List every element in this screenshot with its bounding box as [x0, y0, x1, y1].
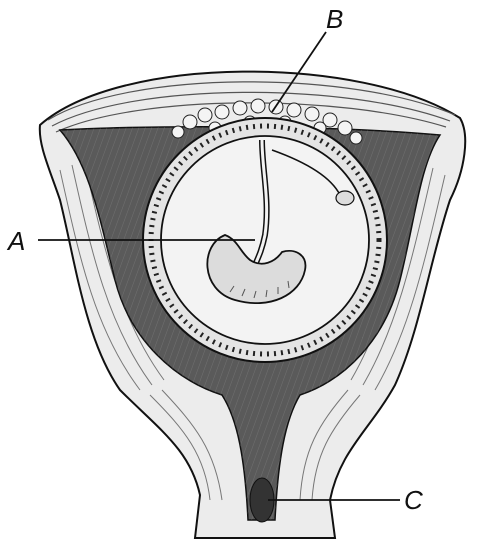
yolk-sac — [336, 191, 354, 205]
label-c: C — [404, 485, 423, 515]
label-a: A — [6, 226, 25, 256]
label-b: B — [326, 4, 343, 34]
